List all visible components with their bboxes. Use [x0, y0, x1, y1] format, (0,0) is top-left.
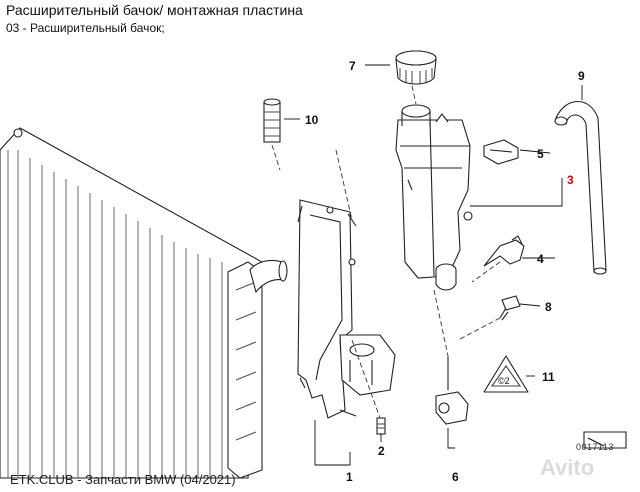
- footer-text: ETK.CLUB - Запчасти BMW (04/2021): [10, 472, 236, 487]
- callout-1: 1: [346, 470, 353, 484]
- callout-7: 7: [349, 59, 356, 73]
- mounting-plate-drawing: [297, 199, 396, 419]
- leader-lines: [271, 64, 583, 466]
- bracket-drawing: [483, 139, 519, 165]
- watermark-text: Avito: [540, 455, 595, 480]
- callout-10: 10: [305, 113, 319, 127]
- callout-5: 5: [537, 147, 544, 161]
- cap-drawing: [395, 50, 437, 85]
- sensor-plug-drawing: [263, 98, 281, 143]
- expansion-tank-drawing: [395, 104, 473, 291]
- hose-drawing: [554, 101, 607, 275]
- callout-6: 6: [452, 470, 459, 484]
- diagram-stamp: [583, 431, 627, 449]
- page-title: Расширительный бачок/ монтажная пластина: [6, 2, 303, 18]
- clip-drawing: [483, 235, 525, 267]
- callout-2: 2: [378, 444, 385, 458]
- svg-text:©2: ©2: [498, 376, 510, 386]
- callout-9: 9: [578, 69, 585, 83]
- callout-4: 4: [537, 252, 544, 266]
- callout-8: 8: [545, 300, 552, 314]
- image-id: 0017113: [576, 442, 614, 452]
- callout-3[interactable]: 3: [567, 173, 574, 187]
- level-sensor-drawing: [435, 356, 469, 425]
- warning-label-drawing: ©2: [483, 355, 529, 393]
- screw-drawing: [499, 295, 521, 321]
- radiator-drawing: [0, 127, 288, 479]
- callout-11: 11: [542, 370, 555, 384]
- small-sensor-drawing: [376, 417, 386, 435]
- page-subtitle: 03 - Расширительный бачок;: [6, 21, 165, 35]
